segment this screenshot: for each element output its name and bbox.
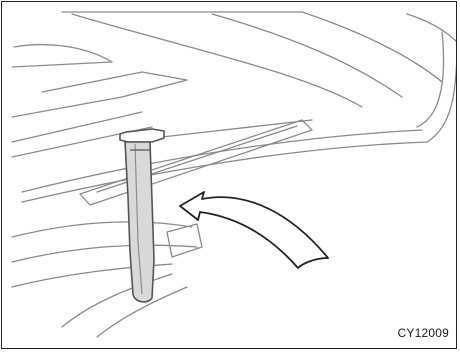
panel-line bbox=[12, 80, 187, 117]
trunk-edge-line bbox=[72, 14, 362, 107]
trunk-edge-line bbox=[427, 42, 457, 142]
trunk-edge-line bbox=[212, 14, 402, 97]
figure-code: CY12009 bbox=[398, 326, 449, 340]
trunk-edge-line bbox=[407, 14, 457, 42]
trim-line bbox=[62, 274, 172, 327]
panel-line bbox=[14, 45, 112, 62]
trim-line bbox=[12, 245, 197, 262]
bracket-shape bbox=[167, 224, 202, 257]
panel-line bbox=[12, 62, 112, 67]
pull-strap bbox=[120, 129, 164, 302]
trunk-lid-pull-strap-illustration bbox=[2, 2, 457, 349]
trim-line bbox=[12, 222, 192, 237]
curved-arrow-icon bbox=[180, 192, 328, 268]
panel-line bbox=[42, 72, 187, 92]
trunk-edge-line bbox=[302, 12, 442, 82]
strap-clip bbox=[120, 129, 164, 142]
strap-body bbox=[125, 142, 154, 302]
